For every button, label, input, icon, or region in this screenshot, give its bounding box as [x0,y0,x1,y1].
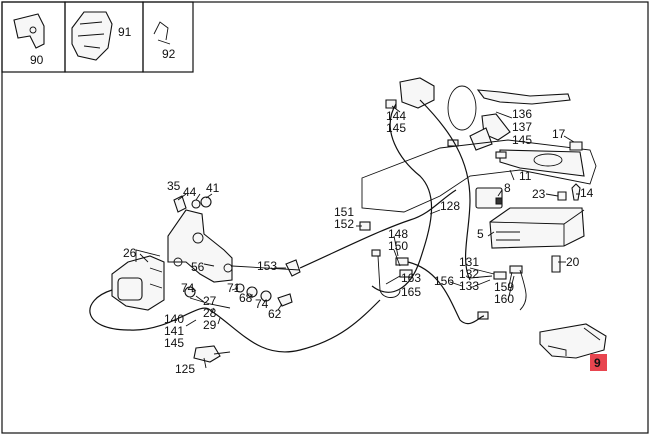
callouts: 35 44 41 26 56 74 71 68 74 27 28 29 62 1… [123,107,594,376]
legend-box-92[interactable]: 92 [142,1,194,73]
callout-label[interactable]: 156 [434,274,454,288]
callout-label[interactable]: 35 [167,179,181,193]
highlight-box [590,354,607,371]
callout-label[interactable]: 26 [123,246,137,260]
legend-label: 92 [162,47,176,61]
legend-box-90[interactable]: 90 [1,1,66,73]
callout-label[interactable]: 141 [164,324,184,338]
callout-label[interactable]: 71 [227,281,241,295]
callout-label[interactable]: 145 [386,121,406,135]
callout-label[interactable]: 44 [183,185,197,199]
callout-label[interactable]: 151 [334,205,354,219]
callout-label[interactable]: 62 [268,307,282,321]
callout-label[interactable]: 131 [459,255,479,269]
callout-label[interactable]: 132 [459,267,479,281]
callout-label[interactable]: 148 [388,227,408,241]
callout-label[interactable]: 144 [386,109,406,123]
callout-label[interactable]: 128 [440,199,460,213]
callout-label[interactable]: 27 [203,294,217,308]
callout-label[interactable]: 56 [191,260,205,274]
callout-label[interactable]: 137 [512,120,532,134]
leader-lines [139,105,580,369]
legend-label: 90 [30,53,44,67]
callout-label[interactable]: 74 [181,281,195,295]
legend-label: 91 [118,25,132,39]
callout-label[interactable]: 152 [334,217,354,231]
callout-label[interactable]: 29 [203,318,217,332]
callout-label[interactable]: 17 [552,127,566,141]
callout-label[interactable]: 11 [519,169,532,183]
callout-label[interactable]: 160 [494,292,514,306]
callout-label[interactable]: 163 [401,271,421,285]
callout-label[interactable]: 136 [512,107,532,121]
callout-label[interactable]: 145 [164,336,184,350]
callout-label[interactable]: 165 [401,285,421,299]
callout-label[interactable]: 74 [255,297,269,311]
callout-label[interactable]: 23 [532,187,546,201]
callout-label[interactable]: 20 [566,255,580,269]
legend-box-91[interactable]: 91 [64,1,144,73]
callout-label[interactable]: 14 [580,186,594,200]
callout-label[interactable]: 150 [388,239,408,253]
callout-label[interactable]: 68 [239,291,253,305]
callout-label: 9 [594,356,601,370]
callout-label[interactable]: 140 [164,312,184,326]
callout-label[interactable]: 133 [459,279,479,293]
highlighted-callout-9[interactable]: 9 [590,354,607,371]
callout-label[interactable]: 145 [512,133,532,147]
callout-label[interactable]: 153 [257,259,277,273]
callout-label[interactable]: 41 [206,181,220,195]
callout-label[interactable]: 28 [203,306,217,320]
callout-label[interactable]: 159 [494,280,514,294]
wiring [89,99,527,353]
callout-label[interactable]: 125 [175,362,195,376]
callout-label[interactable]: 5 [477,227,484,241]
callout-label[interactable]: 8 [504,181,511,195]
line-art [111,77,607,363]
